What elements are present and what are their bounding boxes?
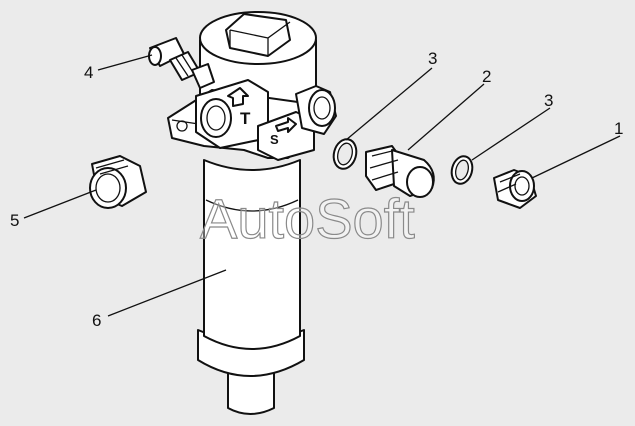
part-6-filter-housing: T S [167, 11, 337, 415]
leader-line-3b [471, 107, 551, 161]
part-2-adapter [365, 145, 435, 198]
callout-3b: 3 [544, 91, 553, 110]
callout-4: 4 [84, 63, 93, 82]
callout-2: 2 [482, 67, 491, 86]
port-t-mark: T [240, 109, 251, 128]
callout-3a: 3 [428, 49, 437, 68]
leader-line-2 [407, 83, 485, 151]
leader-line-6 [107, 269, 227, 317]
port-s-mark: S [270, 132, 279, 147]
part-3-seal-ring-a [332, 138, 358, 170]
callout-6: 6 [92, 311, 101, 330]
part-5-fitting [89, 155, 147, 209]
leader-line-4 [97, 54, 153, 71]
part-3-seal-ring-b [450, 155, 474, 185]
part-4-bleed-valve [148, 37, 215, 89]
callout-1: 1 [614, 119, 623, 138]
leader-line-1 [531, 135, 621, 179]
leader-line-3a [345, 67, 433, 141]
leader-line-5 [23, 189, 97, 219]
autosoft-watermark: AutoSoft [200, 187, 415, 250]
part-1-plug [493, 169, 537, 209]
callout-5: 5 [10, 211, 19, 230]
